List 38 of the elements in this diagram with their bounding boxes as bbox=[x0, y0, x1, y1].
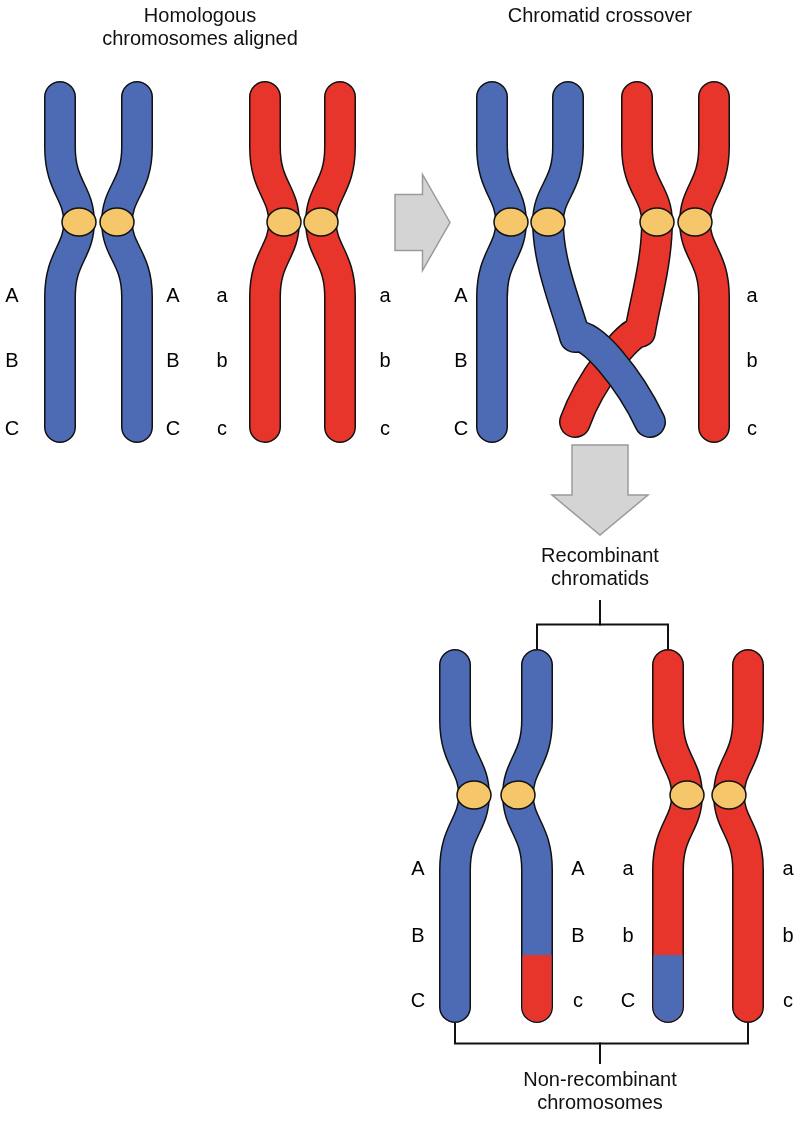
stage-heading: Chromatid crossover bbox=[506, 4, 694, 27]
bracket-line bbox=[599, 599, 669, 650]
gene-label: C bbox=[164, 416, 182, 440]
gene-label: c bbox=[216, 416, 228, 440]
callout-label: Recombinant chromatids bbox=[540, 544, 660, 590]
gene-label: a bbox=[378, 283, 392, 307]
gene-label: A bbox=[570, 856, 586, 880]
gene-label: B bbox=[570, 923, 586, 947]
block-arrow bbox=[394, 171, 451, 274]
gene-label: c bbox=[782, 988, 794, 1012]
callout-label: Non-recombinant chromosomes bbox=[522, 1068, 678, 1114]
gene-label: b bbox=[781, 923, 795, 947]
gene-label: A bbox=[453, 283, 469, 307]
gene-label: B bbox=[4, 348, 20, 372]
gene-label: b bbox=[378, 348, 392, 372]
gene-label: b bbox=[621, 923, 635, 947]
gene-label: B bbox=[410, 923, 426, 947]
gene-label: C bbox=[3, 416, 21, 440]
gene-label: A bbox=[4, 283, 20, 307]
gene-label: c bbox=[572, 988, 584, 1012]
gene-label: c bbox=[746, 416, 758, 440]
bracket-line bbox=[599, 1022, 749, 1065]
gene-label: a bbox=[781, 856, 795, 880]
block-arrow bbox=[549, 444, 651, 536]
gene-label: C bbox=[452, 416, 470, 440]
gene-label: A bbox=[410, 856, 426, 880]
gene-label: B bbox=[165, 348, 181, 372]
gene-label: c bbox=[379, 416, 391, 440]
gene-label: B bbox=[453, 348, 469, 372]
gene-label: a bbox=[215, 283, 229, 307]
gene-label: a bbox=[621, 856, 635, 880]
gene-label: C bbox=[619, 988, 637, 1012]
gene-label: b bbox=[215, 348, 229, 372]
stage-heading: Homologous chromosomes aligned bbox=[101, 4, 299, 50]
gene-label: A bbox=[165, 283, 181, 307]
gene-label: b bbox=[745, 348, 759, 372]
gene-label: a bbox=[745, 283, 759, 307]
gene-label: C bbox=[409, 988, 427, 1012]
